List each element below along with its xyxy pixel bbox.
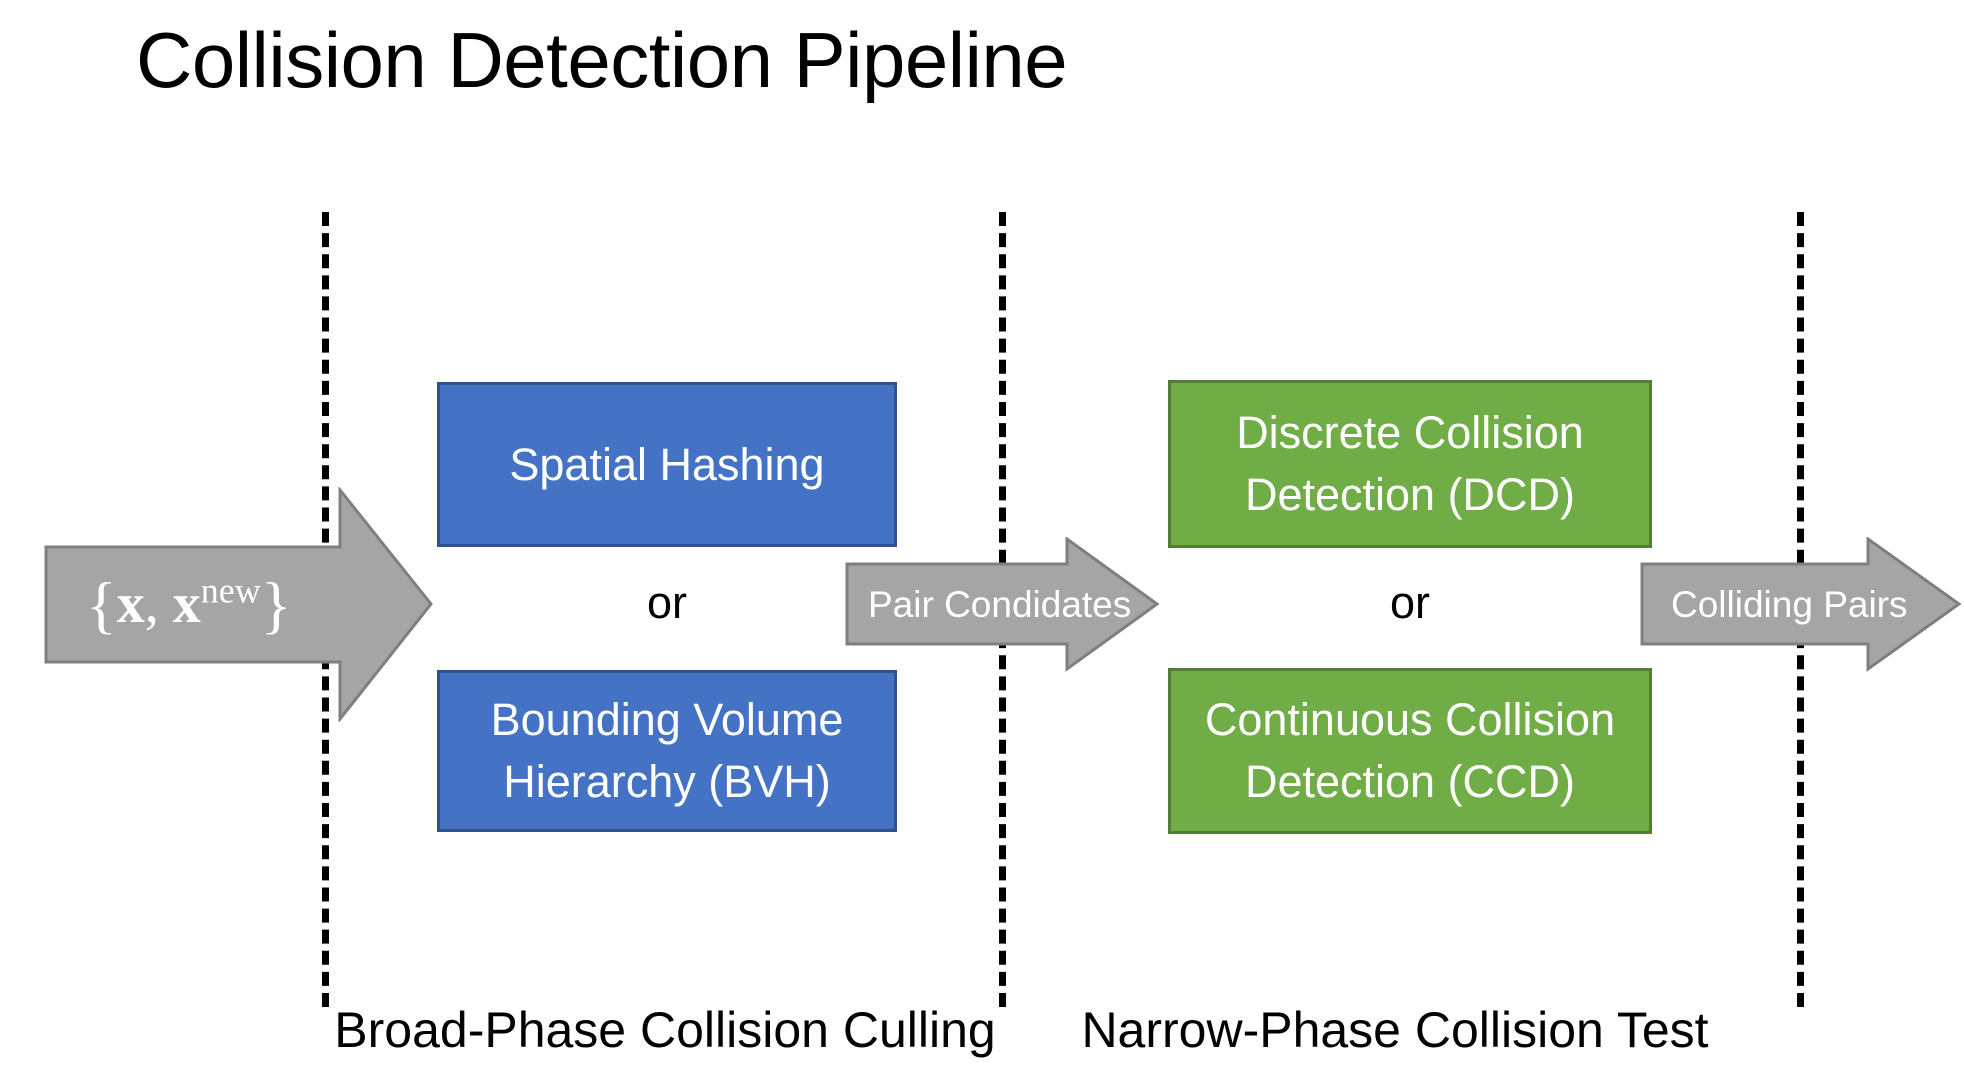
narrow-phase-or-label: or (1389, 577, 1430, 628)
page-title: Collision Detection Pipeline (136, 16, 1068, 104)
box-discrete-collision-detection[interactable]: Discrete Collision Detection (DCD) (1168, 380, 1652, 548)
pair-candidates-arrow-shape (845, 537, 1160, 672)
pair-candidates-arrow: Pair Condidates (845, 537, 1160, 672)
box-continuous-collision-detection[interactable]: Continuous Collision Detection (CCD) (1168, 668, 1652, 834)
box-bounding-volume-hierarchy[interactable]: Bounding Volume Hierarchy (BVH) (437, 670, 897, 832)
narrow-phase-caption: Narrow-Phase Collision Test (1081, 1002, 1709, 1058)
box-continuous-collision-detection-label: Continuous Collision Detection (CCD) (1204, 694, 1616, 807)
box-spatial-hashing[interactable]: Spatial Hashing (437, 382, 897, 547)
input-arrow: {x, xnew} (44, 487, 434, 722)
box-discrete-collision-detection-label: Discrete Collision Detection (DCD) (1236, 407, 1584, 520)
box-bounding-volume-hierarchy-label: Bounding Volume Hierarchy (BVH) (490, 694, 844, 807)
input-arrow-shape (44, 487, 433, 722)
broad-phase-caption: Broad-Phase Collision Culling (334, 1002, 996, 1058)
colliding-pairs-arrow-shape (1640, 537, 1962, 672)
broad-phase-or-label: or (646, 577, 687, 628)
box-spatial-hashing-label: Spatial Hashing (509, 438, 825, 490)
colliding-pairs-arrow: Colliding Pairs (1640, 537, 1962, 672)
